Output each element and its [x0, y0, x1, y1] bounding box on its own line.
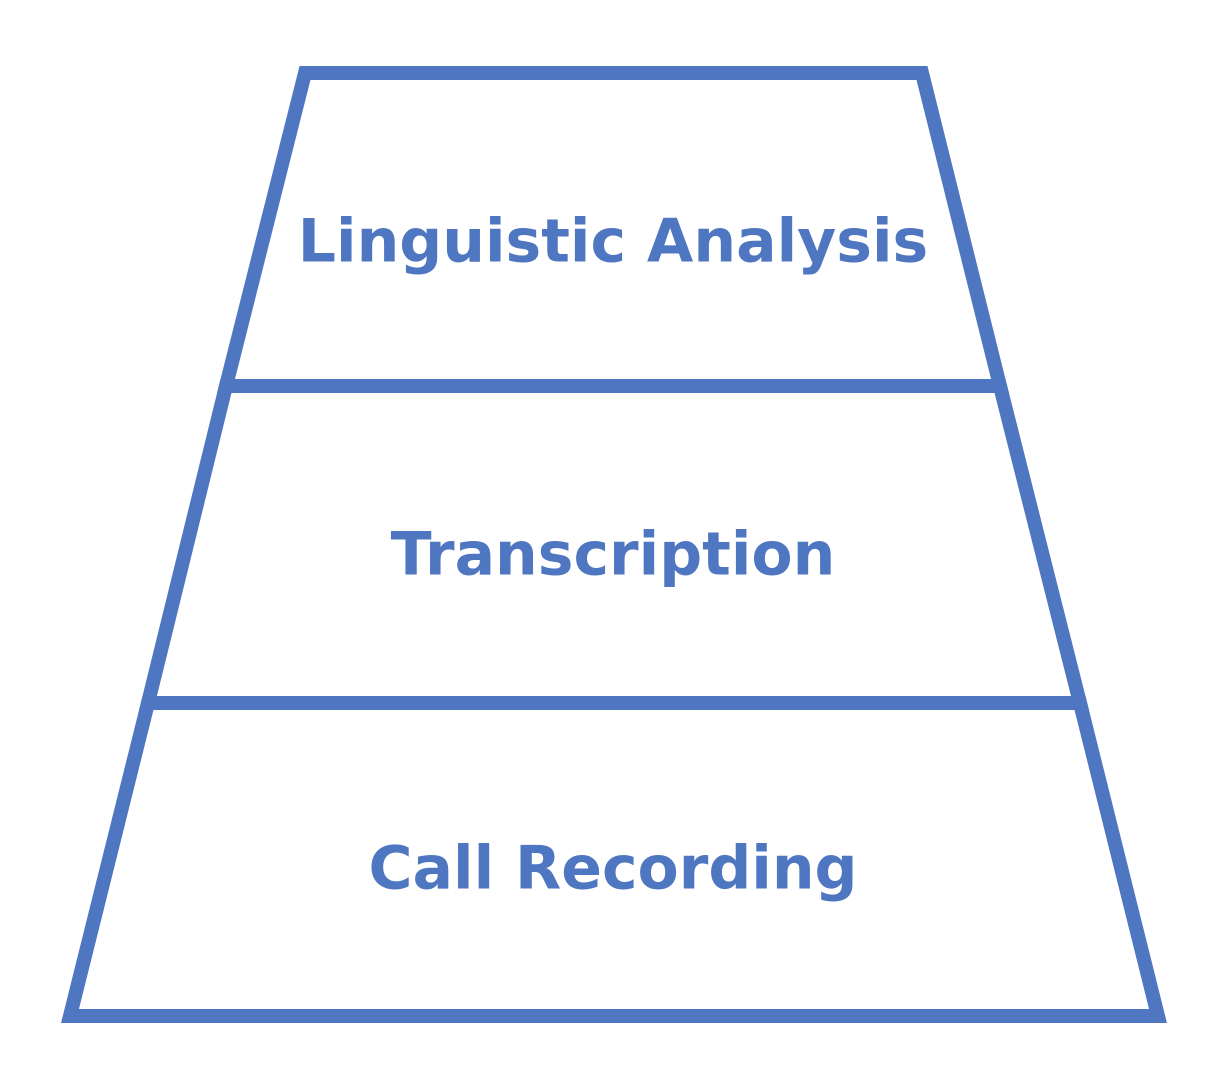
tier-bottom-shape — [61, 696, 1167, 1023]
pyramid-tier-bottom: Call Recording — [61, 696, 1167, 1023]
tier-label-call-recording: Call Recording — [369, 834, 858, 904]
tier-label-linguistic-analysis: Linguistic Analysis — [298, 207, 928, 277]
tier-label-transcription: Transcription — [391, 520, 836, 590]
pyramid-tier-middle: Transcription — [139, 379, 1089, 710]
pyramid-tier-top: Linguistic Analysis — [217, 66, 1009, 393]
